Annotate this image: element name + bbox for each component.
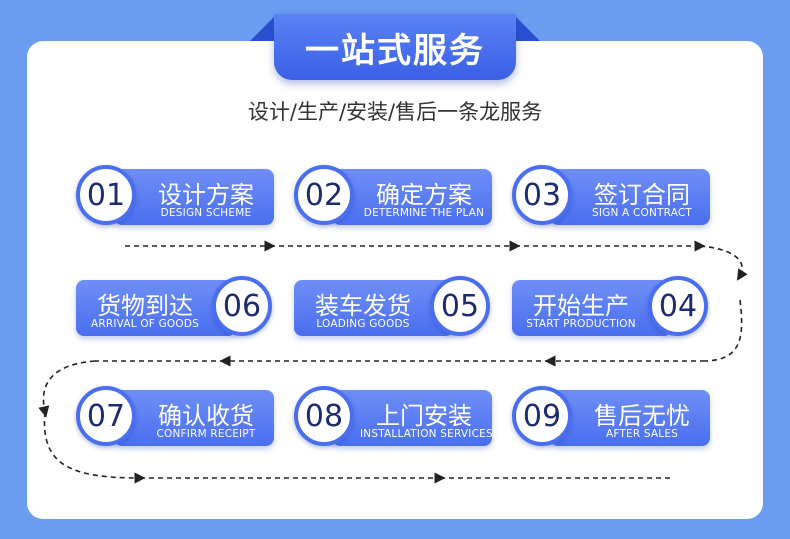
step-title: 设计方案 [158, 181, 254, 209]
step-07: 07 确认收货 CONFIRM RECEIPT [76, 386, 274, 446]
step-06: 06 货物到达 ARRIVAL OF GOODS [76, 276, 272, 336]
step-subtitle: DETERMINE THE PLAN [363, 207, 485, 219]
step-title: 货物到达 [97, 292, 193, 320]
step-subtitle: DESIGN SCHEME [160, 207, 252, 219]
step-number: 03 [512, 165, 572, 225]
step-title: 上门安装 [376, 402, 472, 430]
step-number: 06 [212, 276, 272, 336]
step-subtitle: INSTALLATION SERVICES [360, 428, 493, 440]
step-09: 09 售后无忧 AFTER SALES [512, 386, 710, 446]
step-pill [550, 390, 710, 446]
step-pill [332, 169, 492, 225]
step-number: 02 [294, 165, 354, 225]
step-subtitle: ARRIVAL OF GOODS [90, 318, 199, 330]
step-number: 07 [76, 386, 136, 446]
arrow-turn-right [699, 245, 748, 281]
step-subtitle: AFTER SALES [605, 428, 679, 440]
step-subtitle: SIGN A CONTRACT [591, 207, 693, 219]
arrow-turn-left [38, 360, 96, 418]
step-pill [114, 169, 274, 225]
step-subtitle: START PRODUCTION [526, 318, 636, 330]
step-title: 签订合同 [594, 181, 690, 209]
step-number: 08 [294, 386, 354, 446]
step-title: 开始生产 [533, 292, 629, 320]
step-title: 确认收货 [158, 402, 254, 430]
step-subtitle: CONFIRM RECEIPT [156, 428, 256, 440]
step-title: 售后无忧 [594, 402, 690, 430]
step-title: 确定方案 [376, 181, 472, 209]
page-subtitle: 设计/生产/安装/售后一条龙服务 [247, 100, 543, 124]
step-02: 02 确定方案 DETERMINE THE PLAN [294, 165, 492, 225]
step-number: 01 [76, 165, 136, 225]
step-number: 04 [648, 276, 708, 336]
step-08: 08 上门安装 INSTALLATION SERVICES [294, 386, 493, 446]
step-03: 03 签订合同 SIGN A CONTRACT [512, 165, 710, 225]
banner-wing-right [515, 16, 540, 41]
step-pill [294, 280, 454, 336]
step-04: 04 开始生产 START PRODUCTION [512, 276, 708, 336]
step-pill [114, 390, 274, 446]
page-title: 一站式服务 [274, 14, 516, 80]
step-pill [512, 280, 672, 336]
step-pill [332, 390, 492, 446]
step-pill [550, 169, 710, 225]
banner-wing-left [250, 16, 275, 41]
step-subtitle: LOADING GOODS [316, 318, 410, 330]
step-01: 01 设计方案 DESIGN SCHEME [76, 165, 274, 225]
step-number: 09 [512, 386, 572, 446]
step-05: 05 装车发货 LOADING GOODS [294, 276, 490, 336]
arrow-turn-right-2 [704, 299, 743, 362]
step-pill [76, 280, 236, 336]
step-number: 05 [430, 276, 490, 336]
step-title: 装车发货 [315, 292, 411, 320]
